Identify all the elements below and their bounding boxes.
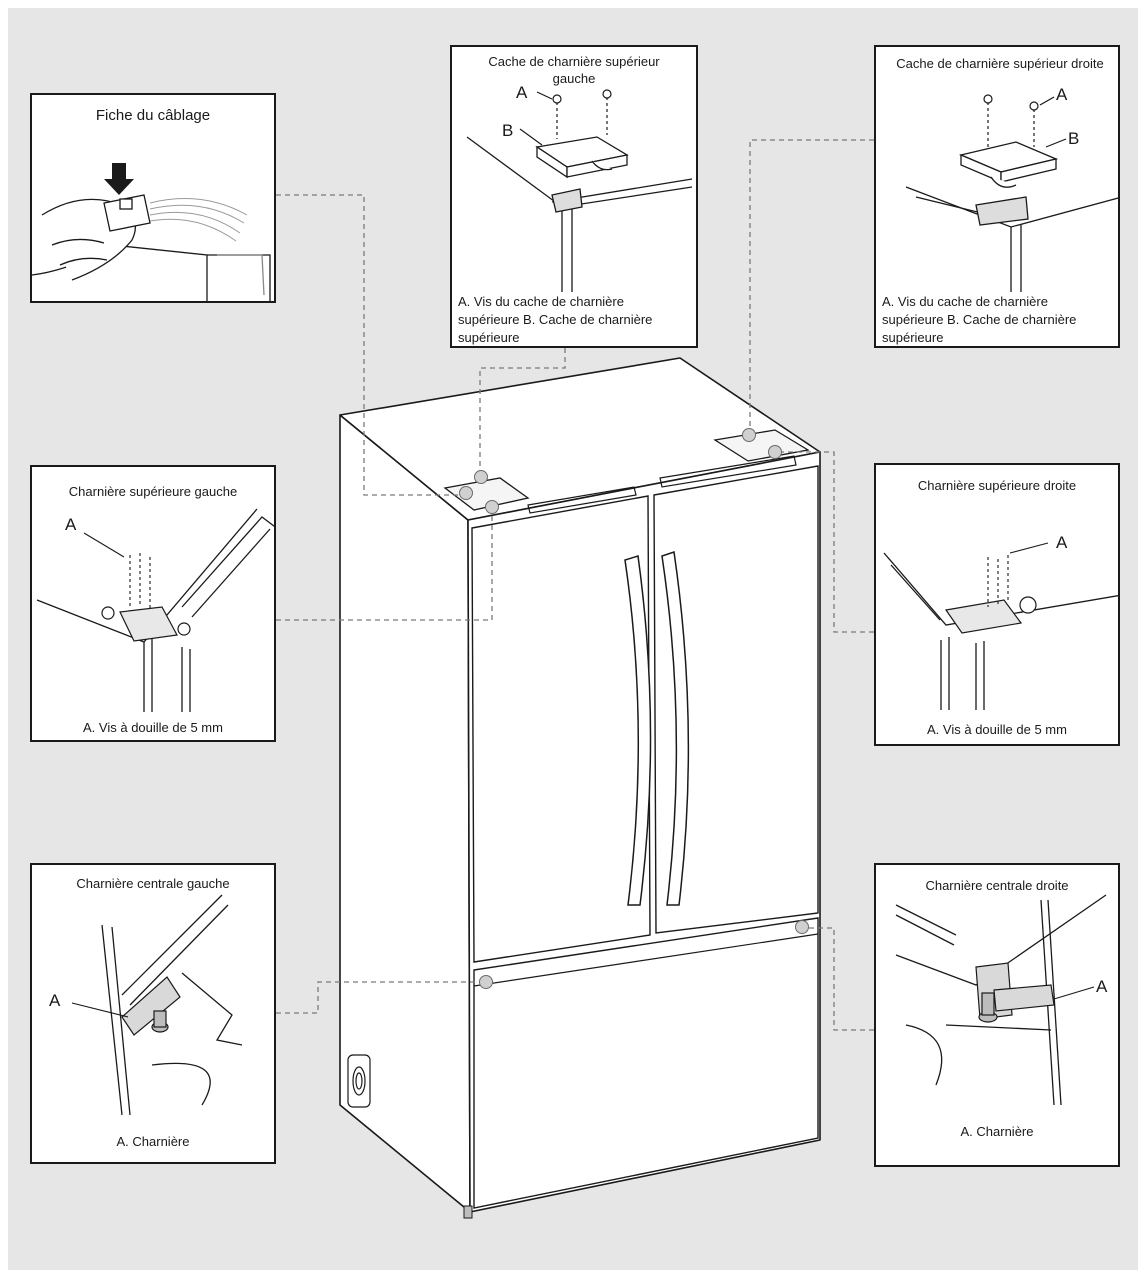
panel-caption: A. Vis à douille de 5 mm: [927, 722, 1067, 737]
wiring-plug-illustration: [32, 163, 271, 301]
panel-top-cover-left: Cache de charnière supérieur gauche: [450, 45, 698, 348]
label-a: A: [1056, 85, 1068, 104]
right-door-handle: [661, 551, 690, 906]
panel-caption: A. Vis à douille de 5 mm: [83, 720, 223, 735]
callout-dot-center-hinge-right: [795, 920, 809, 934]
connector-wiring-plug: [276, 194, 470, 496]
callout-dot-center-hinge-left: [479, 975, 493, 989]
callout-dot-top-hinge-left: [485, 500, 499, 514]
connector-center-hinge-right: [802, 927, 874, 1031]
callout-dot-wiring-plug: [459, 486, 473, 500]
left-door-handle: [624, 555, 652, 906]
panel-caption: A. Charnière: [116, 1134, 190, 1149]
label-a: A: [49, 991, 61, 1010]
label-a: A: [65, 515, 77, 534]
connector-top-cover-right: [749, 139, 874, 435]
connector-top-hinge-right: [775, 451, 874, 633]
label-b: B: [1068, 129, 1080, 148]
freezer-drawer: [473, 917, 819, 1209]
callout-dot-top-hinge-right: [768, 445, 782, 459]
panel-top-cover-right: Cache de charnière supérieur droite: [874, 45, 1120, 348]
panel-top-hinge-left: Charnière supérieure gauche: [30, 465, 276, 742]
panel-title: Charnière centrale droite: [925, 878, 1069, 893]
connector-top-cover-left: [479, 348, 566, 478]
callout-dot-top-cover-right: [742, 428, 756, 442]
right-door-top-trim: [659, 455, 797, 488]
drawer-top-edge: [473, 933, 819, 987]
top-cover-left-illustration: [466, 89, 693, 292]
panel-caption: A. Vis du cache de charnière supérieure …: [882, 294, 1077, 345]
left-door: [471, 495, 651, 963]
panel-title: Charnière supérieure droite: [917, 478, 1077, 493]
label-b: B: [502, 121, 514, 140]
panel-caption: A. Charnière: [960, 1124, 1034, 1139]
center-hinge-right-illustration: [895, 894, 1107, 1106]
connector-center-hinge-left: [276, 981, 486, 1014]
label-a: A: [516, 83, 528, 102]
label-a: A: [1056, 533, 1068, 552]
panel-title: Cache de charnière supérieur droite: [896, 56, 1104, 71]
panel-wiring-plug: Fiche du câblage: [30, 93, 276, 303]
right-door: [653, 465, 819, 934]
left-door-top-trim: [527, 486, 637, 514]
panel-top-hinge-right: Charnière supérieure droite A A.: [874, 463, 1120, 746]
top-hinge-left-illustration: [36, 508, 274, 712]
connector-top-hinge-left: [276, 510, 493, 621]
fridge-foot: [463, 1205, 473, 1219]
top-hinge-right-illustration: [883, 542, 1118, 710]
callout-dot-top-cover-left: [474, 470, 488, 484]
center-hinge-left-illustration: [71, 894, 243, 1116]
panel-title: Charnière supérieure gauche: [68, 484, 238, 499]
panel-center-hinge-left: Charnière centrale gauche A A. Charnière: [30, 863, 276, 1164]
panel-caption: A. Vis du cache de charnière supérieure …: [458, 294, 653, 345]
panel-center-hinge-right: Charnière centrale droite A A. Charnière: [874, 863, 1120, 1167]
label-a: A: [1096, 977, 1108, 996]
side-vent-grill: [347, 1054, 371, 1108]
panel-title: Charnière centrale gauche: [76, 876, 230, 891]
top-cover-right-illustration: [905, 94, 1118, 292]
panel-title: Fiche du câblage: [95, 107, 211, 124]
arrow-down-icon: [104, 163, 134, 195]
panel-title: Cache de charnière supérieur gauche: [488, 54, 660, 86]
